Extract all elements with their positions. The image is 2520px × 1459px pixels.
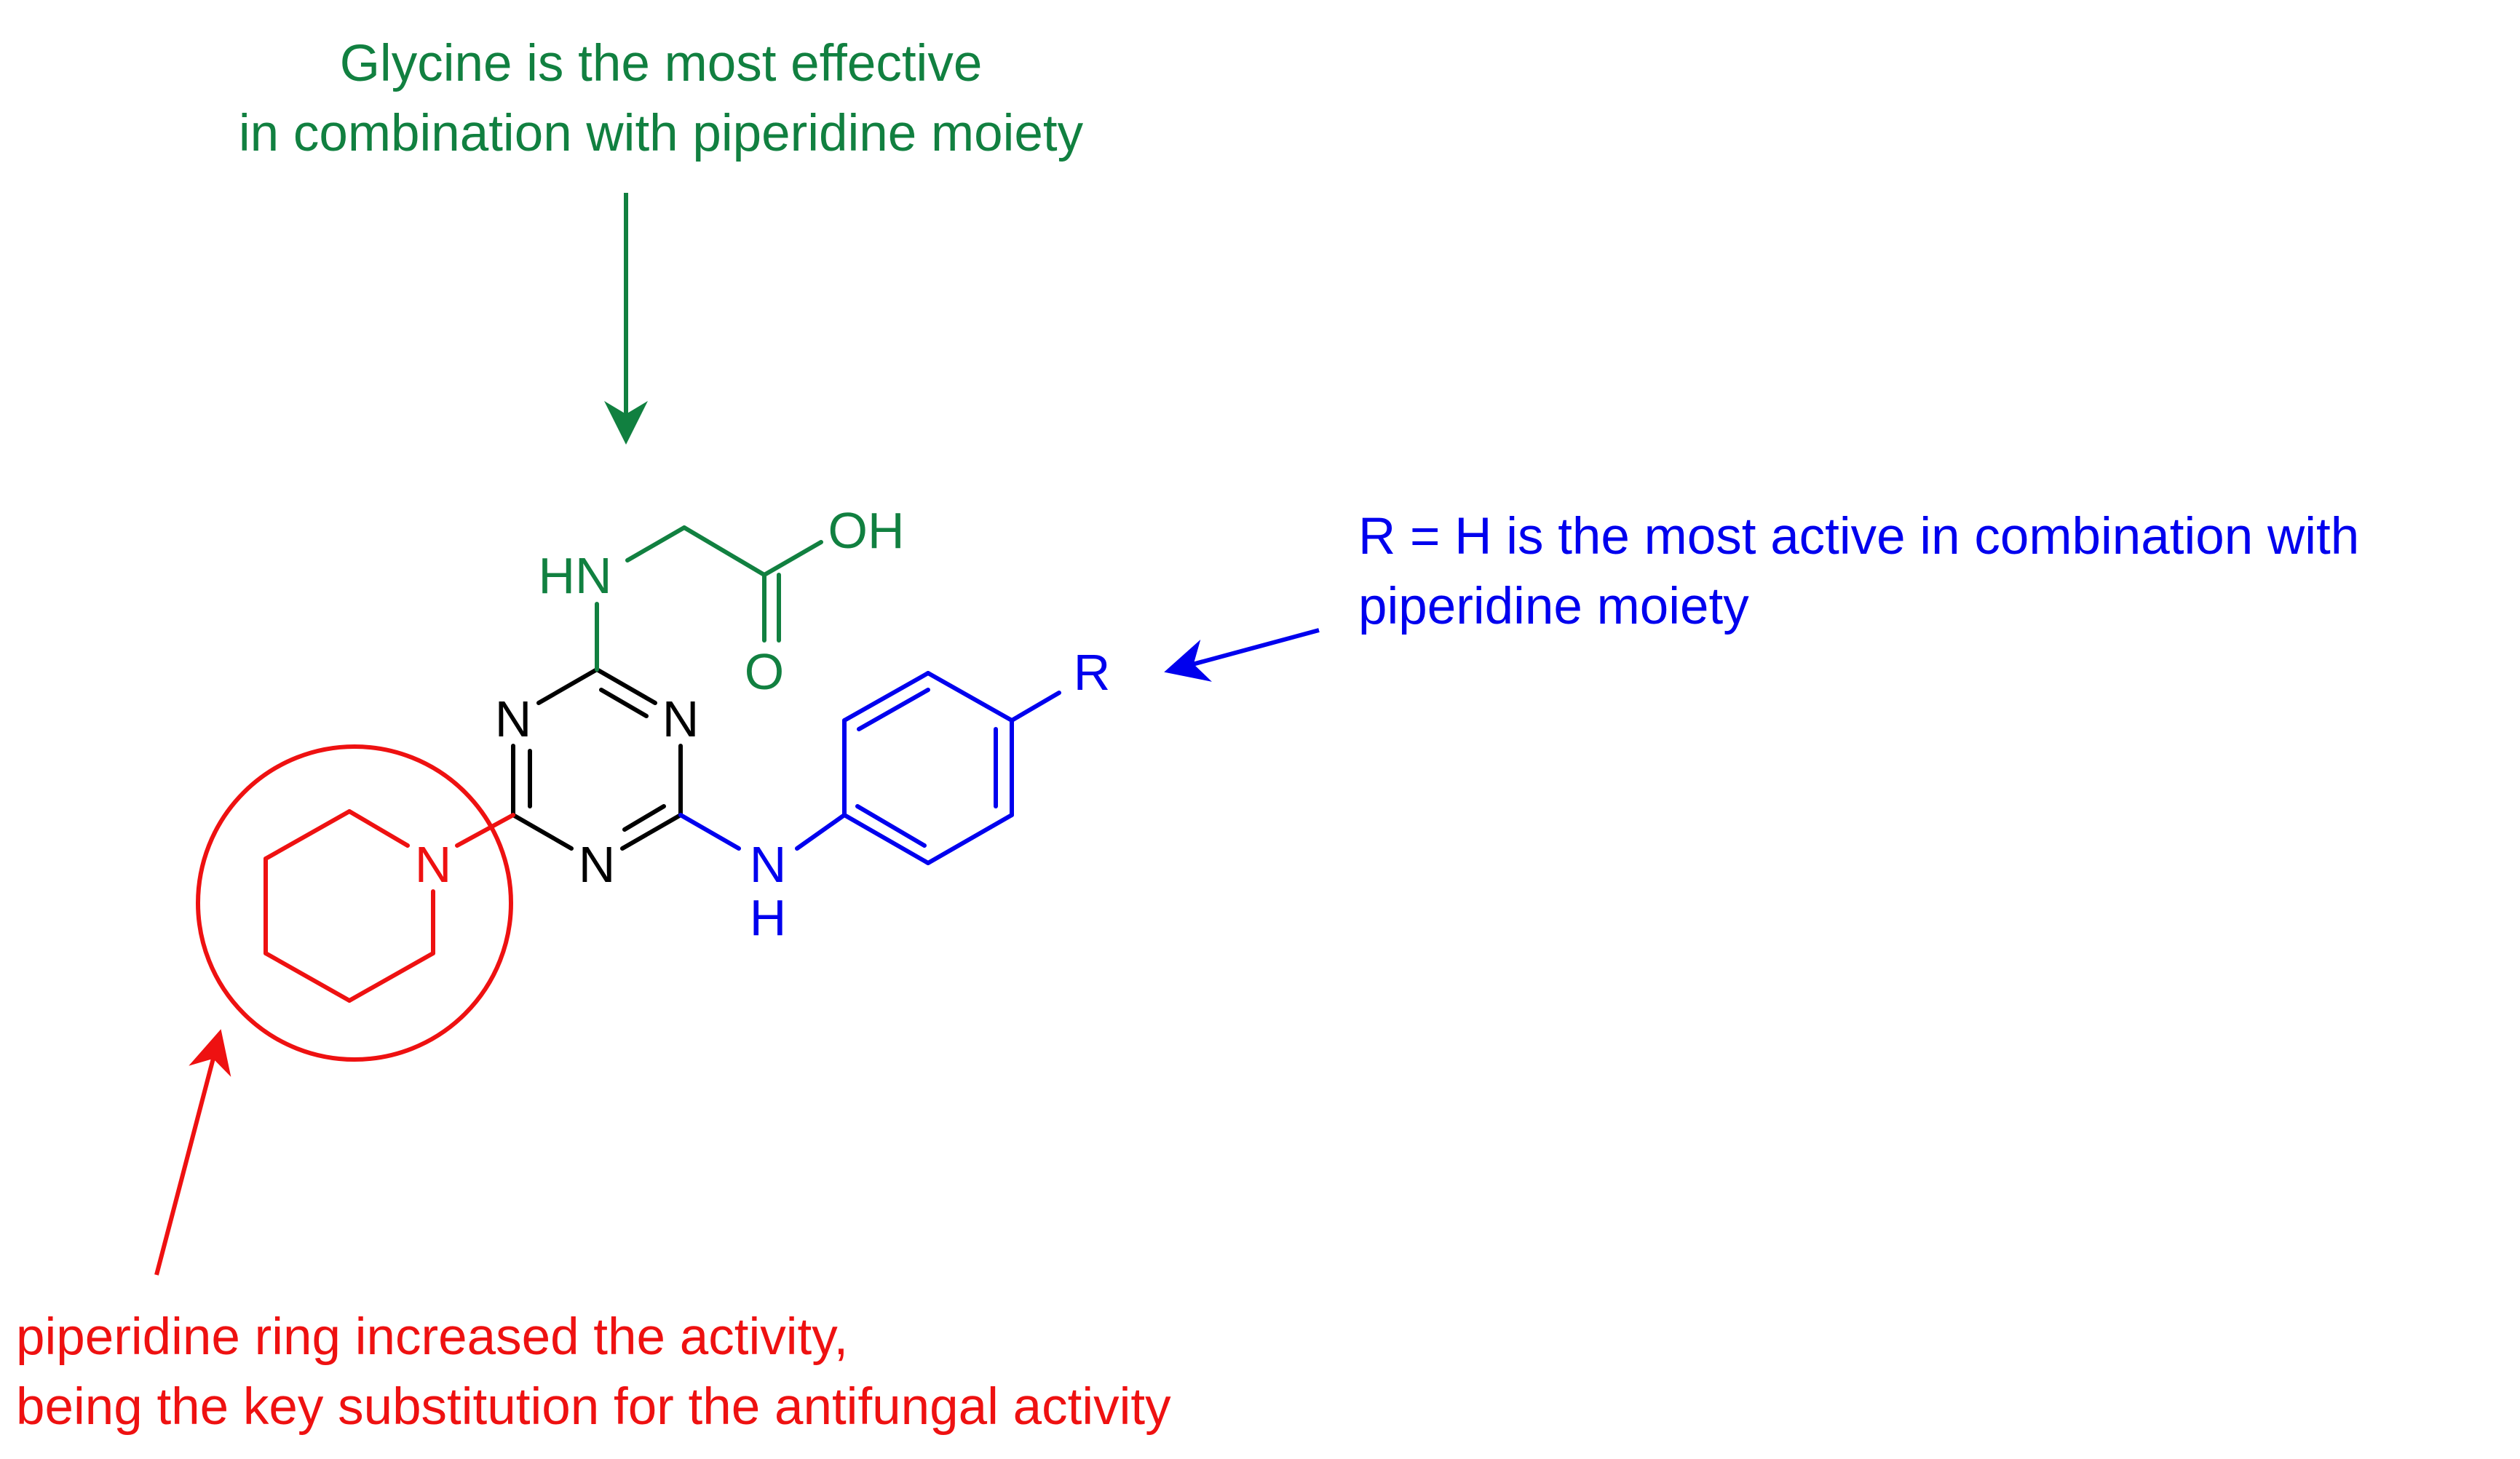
glycine-annotation-line: Glycine is the most effective xyxy=(339,35,983,92)
piperidine-annotation-line: being the key substitution for the antif… xyxy=(16,1378,1171,1436)
r-group-annotation: R = H is the most active in combination … xyxy=(1358,502,2359,642)
triazine-n-bottom: N xyxy=(579,836,616,893)
piperidine-arrow xyxy=(154,1029,231,1276)
glycine-oh: OH xyxy=(828,502,905,559)
anilino-n: N xyxy=(750,836,787,893)
glycine-o: O xyxy=(745,643,784,700)
r-group-label: R xyxy=(1074,644,1111,701)
piperidine-annotation-line: piperidine ring increased the activity, xyxy=(16,1308,849,1366)
r-group-arrow xyxy=(1164,628,1320,682)
piperidine-highlight-circle xyxy=(196,744,513,1062)
piperidine-n: N xyxy=(415,836,452,893)
aryl-amine-bonds xyxy=(678,671,1061,865)
piperidine-ring xyxy=(264,809,515,1003)
r-group-annotation-line: piperidine moiety xyxy=(1358,578,1749,635)
piperidine-annotation: piperidine ring increased the activity, … xyxy=(16,1303,1171,1442)
triazine-n-left: N xyxy=(495,691,532,747)
glycine-bonds xyxy=(595,525,823,672)
triazine-n-right: N xyxy=(662,691,700,747)
triazine-ring xyxy=(511,667,683,851)
glycine-annotation-line: in combination with piperidine moiety xyxy=(238,105,1084,162)
glycine-nh: HN xyxy=(538,547,611,604)
anilino-h: H xyxy=(750,889,787,946)
r-group-annotation-line: R = H is the most active in combination … xyxy=(1358,508,2360,565)
glycine-annotation: Glycine is the most effective in combina… xyxy=(173,29,1149,169)
